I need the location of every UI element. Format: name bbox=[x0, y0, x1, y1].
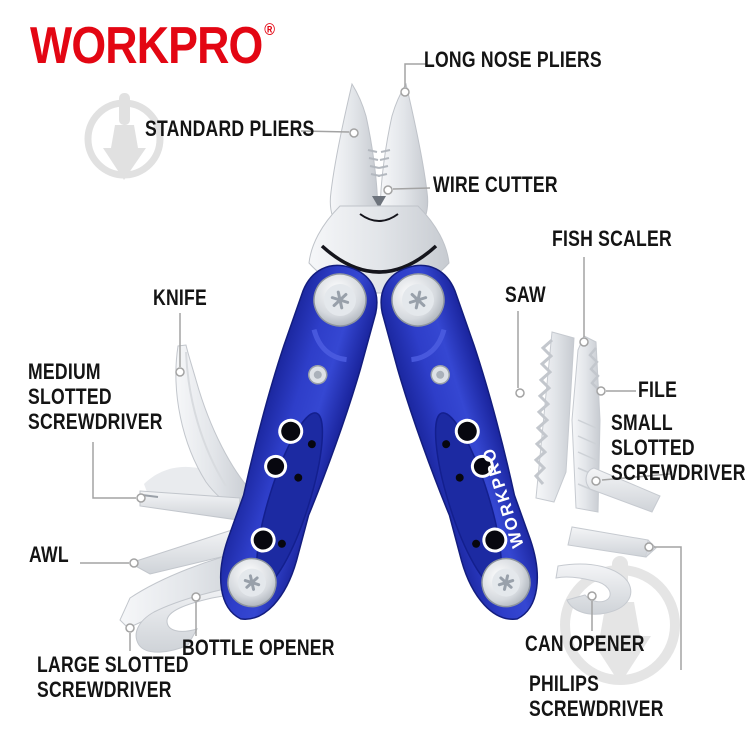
bottle-opener-tool bbox=[135, 581, 269, 653]
leader-wire-cutter bbox=[392, 187, 431, 190]
label-medium-slotted-screwdriver: MEDIUM SLOTTED SCREWDRIVER bbox=[28, 359, 163, 435]
leader-long-nose-pliers bbox=[404, 63, 427, 87]
philips-screwdriver-tool bbox=[567, 526, 649, 558]
label-large-slotted-screwdriver: LARGE SLOTTED SCREWDRIVER bbox=[37, 652, 189, 703]
watermark-icon bbox=[84, 93, 164, 180]
label-philips-screwdriver: PHILIPS SCREWDRIVER bbox=[529, 671, 664, 722]
right-tools bbox=[533, 331, 661, 615]
leader-standard-pliers bbox=[300, 130, 350, 133]
can-opener-tool bbox=[555, 563, 632, 615]
label-saw: SAW bbox=[505, 282, 546, 307]
registered-mark: ® bbox=[264, 20, 275, 39]
small-slotted-screwdriver-tool bbox=[585, 467, 661, 513]
label-bottle-opener: BOTTLE OPENER bbox=[182, 635, 335, 660]
leader-philips-screwdriver bbox=[654, 546, 682, 670]
label-standard-pliers: STANDARD PLIERS bbox=[145, 116, 315, 141]
label-can-opener: CAN OPENER bbox=[525, 631, 645, 656]
leader-small-slotted-screwdriver bbox=[601, 467, 671, 481]
right-handle: WORKPRO bbox=[380, 264, 539, 620]
left-handle bbox=[219, 264, 378, 620]
saw-teeth bbox=[533, 338, 554, 485]
fish-scaler-serration bbox=[588, 347, 600, 391]
label-fish-scaler: FISH SCALER bbox=[552, 226, 672, 251]
brand-name: WORKPRO bbox=[30, 17, 263, 75]
label-wire-cutter: WIRE CUTTER bbox=[433, 172, 558, 197]
brand-logo: WORKPRO® bbox=[30, 16, 275, 76]
leader-lines bbox=[80, 63, 682, 670]
label-knife: KNIFE bbox=[153, 285, 207, 310]
label-awl: AWL bbox=[29, 542, 69, 567]
label-small-slotted-screwdriver: SMALL SLOTTED SCREWDRIVER bbox=[611, 410, 746, 486]
wire-cutter-notch bbox=[372, 196, 386, 208]
jaw-serrations bbox=[367, 149, 391, 177]
label-long-nose-pliers: LONG NOSE PLIERS bbox=[424, 47, 602, 72]
leader-medium-slotted-screwdriver bbox=[92, 442, 136, 499]
label-file: FILE bbox=[638, 377, 678, 402]
saw-blade bbox=[535, 331, 575, 503]
